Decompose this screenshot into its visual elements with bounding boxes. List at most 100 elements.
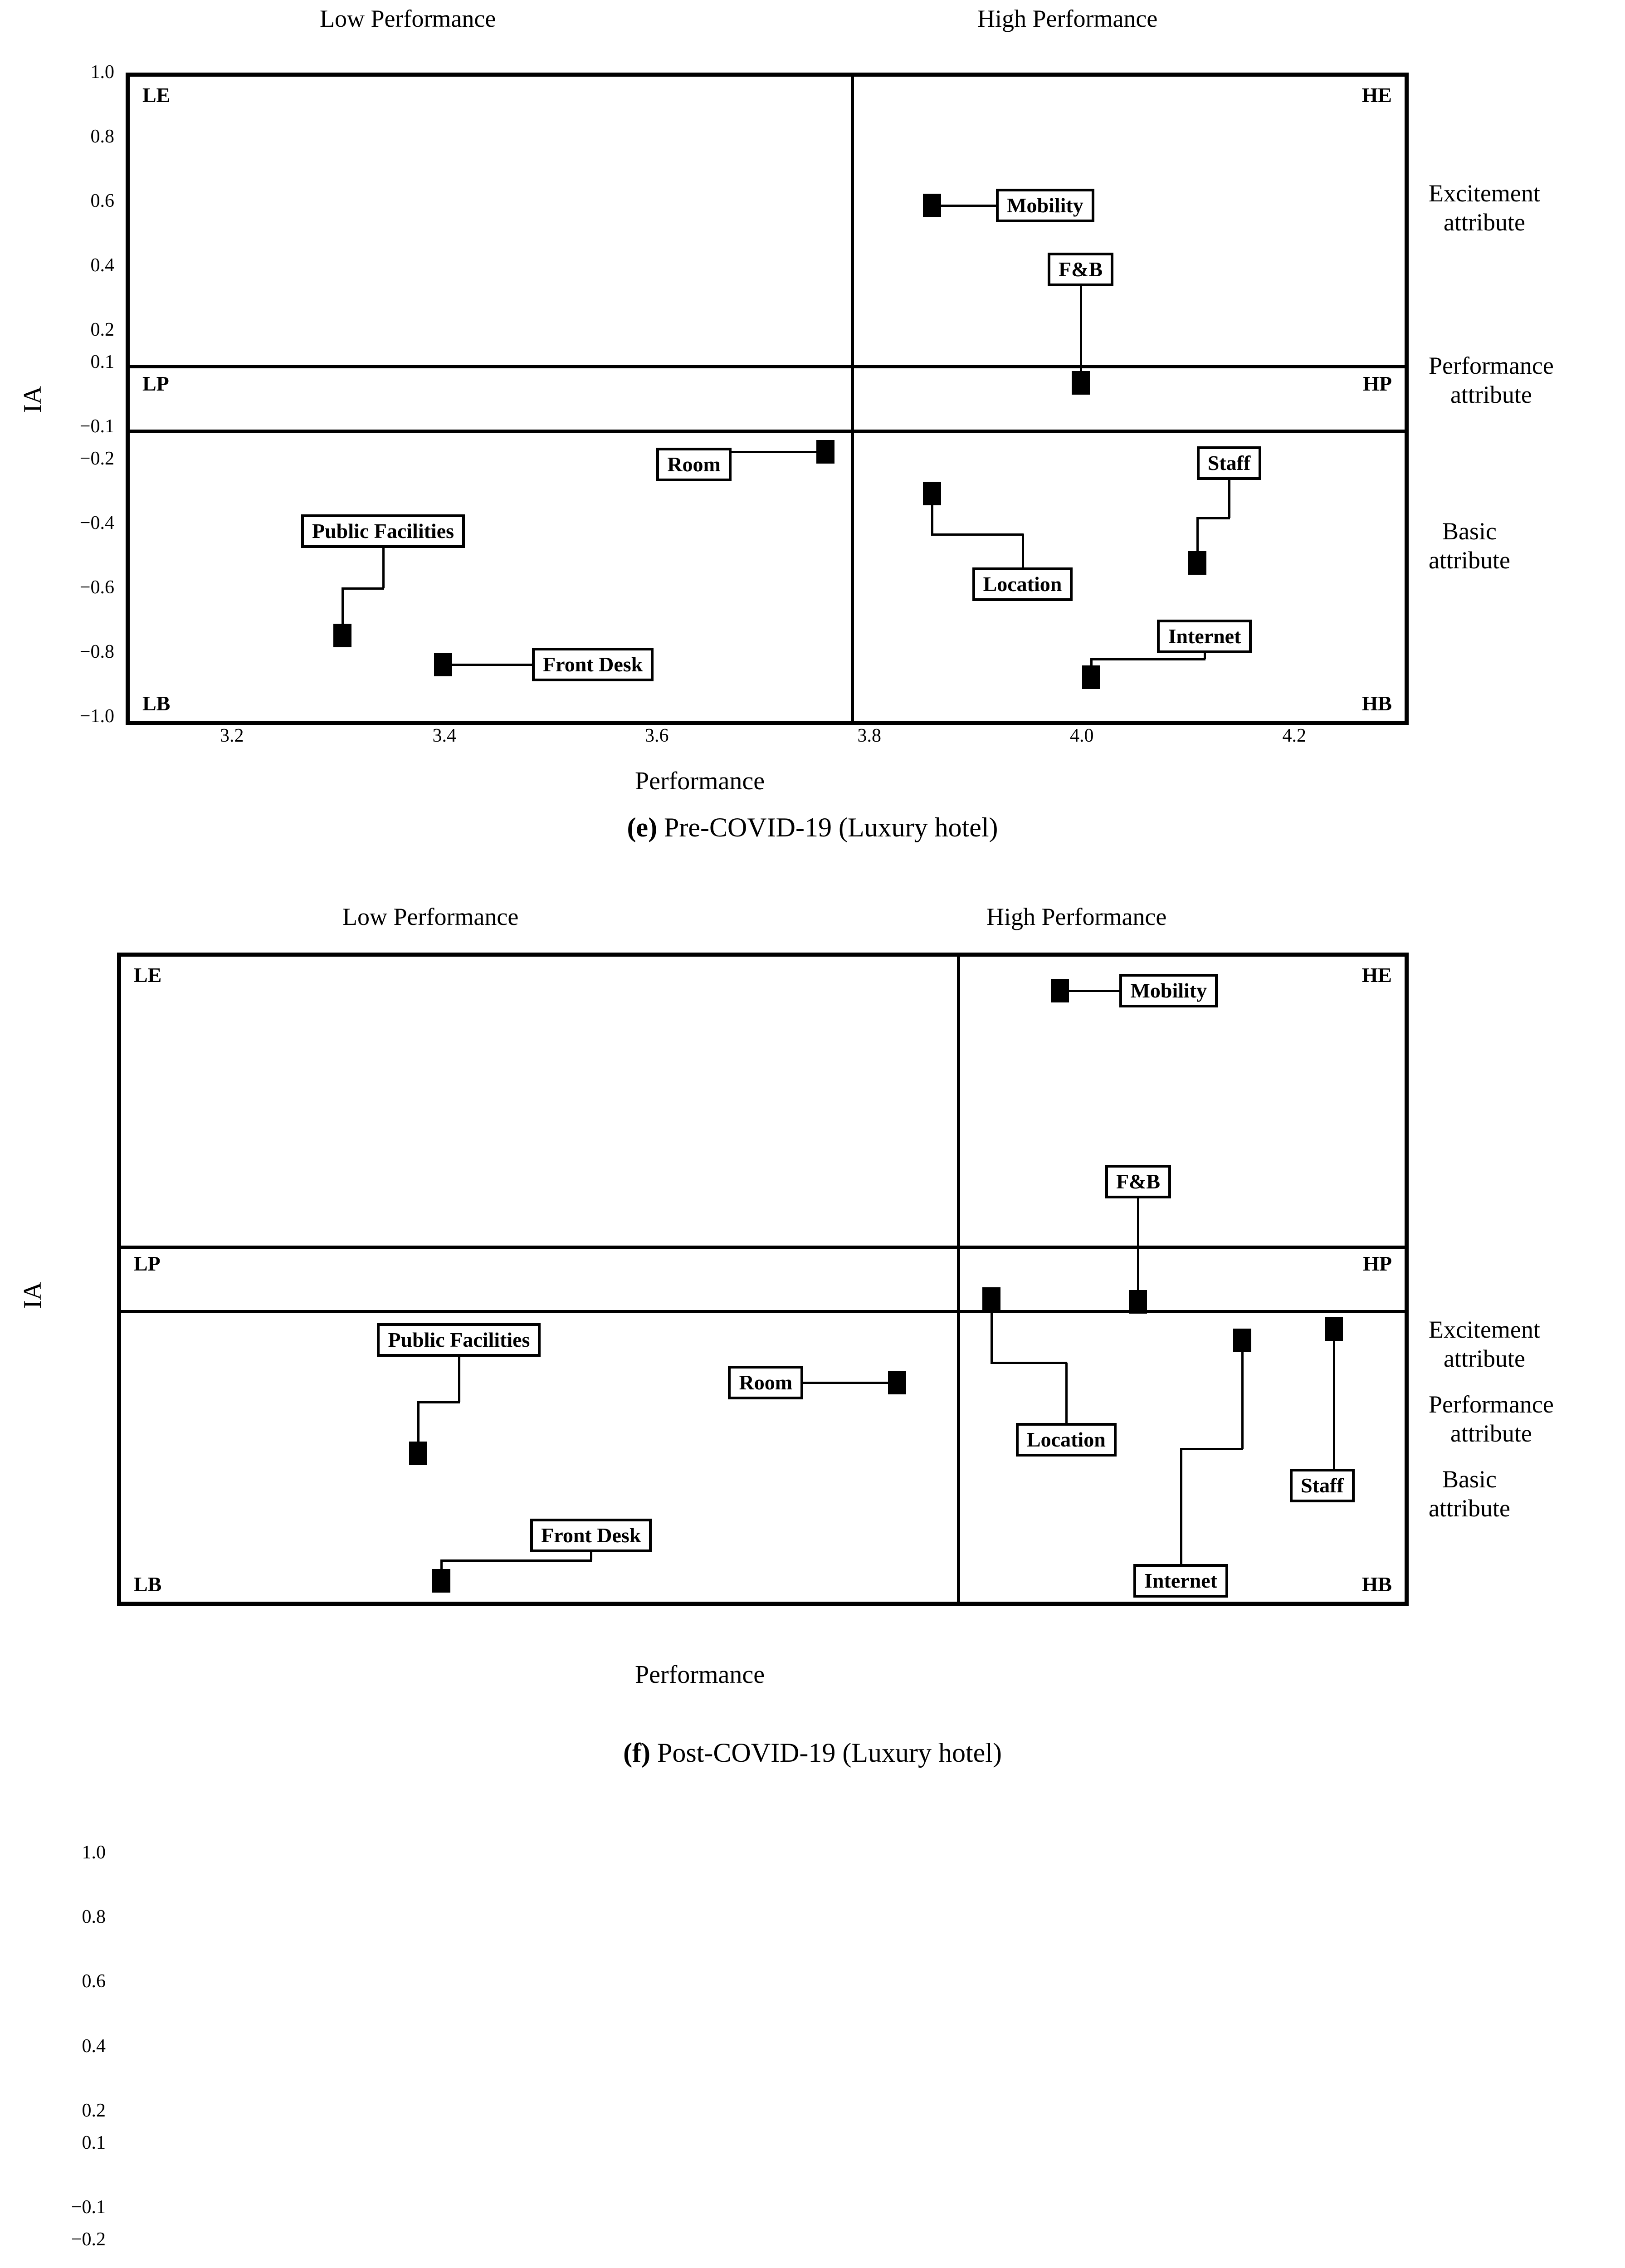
leader-line [941,205,996,207]
leader-line [1065,1362,1068,1423]
y-tick-label: −0.2 [71,2229,106,2250]
y-tick-label: 0.1 [90,352,115,372]
horizontal-divider-upper-e [130,365,1405,368]
data-point-label: Room [656,448,732,482]
chart-panel-f: Low Performance High Performance IA Perf… [0,900,1625,2250]
corner-hp-f: HP [1363,1252,1392,1275]
y-tick-label: 1.0 [90,62,115,83]
leader-line [1021,534,1024,568]
leader-line [590,1552,593,1560]
y-tick-label: −0.2 [79,448,114,469]
y-tick-label: −0.1 [71,2197,106,2218]
horizontal-divider-upper-f [121,1245,1405,1249]
side-label-line1: Excitement [1429,180,1540,207]
header-high-performance-f: High Performance [986,903,1167,930]
leader-line [1196,518,1199,552]
x-axis-title-e: Performance [635,767,765,795]
leader-line [1090,658,1205,660]
x-tick-label: 4.0 [1070,725,1094,746]
side-label-performance-f: Performance attribute [1429,1390,1554,1448]
leader-line [1228,480,1231,518]
data-point-marker [1129,1290,1147,1314]
x-tick-label: 3.8 [857,725,882,746]
horizontal-divider-lower-e [130,430,1405,433]
leader-line [1069,989,1120,992]
data-point-label: Internet [1157,620,1252,654]
side-label-line1: Performance [1429,352,1554,379]
corner-hb-f: HB [1361,1573,1392,1596]
data-point-label: Location [972,567,1073,601]
leader-line [1203,653,1206,659]
leader-line [732,451,817,454]
corner-hb-e: HB [1361,692,1392,715]
y-axis-title-f: IA [19,1281,47,1309]
data-point-marker [409,1441,427,1465]
data-point-marker [922,482,941,506]
data-point-marker [982,1287,1000,1311]
data-point-label: Internet [1133,1564,1228,1598]
data-point-label: Public Facilities [377,1323,541,1357]
data-point-marker [1233,1329,1251,1353]
caption-e: (e) Pre-COVID-19 (Luxury hotel) [0,812,1625,843]
side-label-line1: Performance [1429,1391,1554,1418]
side-label-line2: attribute [1450,1419,1532,1447]
leader-line [1241,1352,1244,1449]
y-tick-label: 1.0 [82,1842,106,1863]
data-point-marker [816,440,835,464]
leader-line [452,663,532,666]
y-tick-label: 0.4 [82,2035,106,2057]
vertical-divider-f [957,957,961,1602]
y-tick-label: 0.6 [90,191,115,211]
corner-hp-e: HP [1363,372,1392,395]
side-label-basic-e: Basic attribute [1429,517,1510,575]
y-tick-label: 0.1 [82,2132,106,2153]
data-point-label: Location [1016,1423,1117,1457]
y-tick-label: 0.4 [90,255,115,276]
leader-line [1180,1448,1182,1564]
caption-prefix-f: (f) [623,1738,651,1768]
y-tick-label: 0.8 [82,1906,106,1928]
header-high-performance-e: High Performance [977,5,1158,32]
header-low-performance-f: Low Performance [342,903,519,930]
leader-line [991,1311,993,1363]
y-tick-label: −0.8 [79,641,114,662]
y-tick-label: 0.6 [82,1971,106,1992]
caption-prefix-e: (e) [627,812,658,842]
side-label-line2: attribute [1429,546,1510,574]
y-tick-label: −0.1 [79,416,114,437]
y-tick-label: 0.2 [90,319,115,340]
leader-line [803,1381,888,1384]
data-point-marker [432,1569,451,1593]
y-axis-title-e: IA [19,386,47,413]
caption-rest-f: Post-COVID-19 (Luxury hotel) [650,1738,1002,1768]
data-point-marker [1082,665,1100,689]
data-point-marker [888,1370,907,1394]
corner-he-e: HE [1361,83,1392,107]
leader-line [991,1361,1067,1364]
caption-rest-e: Pre-COVID-19 (Luxury hotel) [657,812,998,842]
leader-line [1196,517,1230,520]
corner-lb-f: LB [134,1573,162,1596]
leader-line [931,533,1024,536]
data-point-marker [333,623,351,647]
leader-line [931,505,933,535]
corner-lp-f: LP [134,1252,161,1275]
side-label-basic-f: Basic attribute [1429,1465,1510,1523]
y-tick-label: 0.8 [90,126,115,147]
data-point-marker [1050,978,1069,1002]
y-tick-label: −1.0 [79,706,114,727]
side-label-line2: attribute [1443,208,1525,236]
x-tick-label: 3.2 [220,725,244,746]
leader-line [440,1559,592,1562]
data-point-marker [434,652,453,676]
side-label-performance-e: Performance attribute [1429,352,1554,409]
corner-le-f: LE [134,963,162,987]
data-point-marker [1324,1317,1343,1341]
data-point-label: Mobility [996,189,1094,222]
side-label-excitement-f: Excitement attribute [1429,1315,1540,1373]
data-point-label: Mobility [1119,973,1218,1007]
data-point-label: Front Desk [532,647,654,681]
header-low-performance-e: Low Performance [320,5,496,32]
